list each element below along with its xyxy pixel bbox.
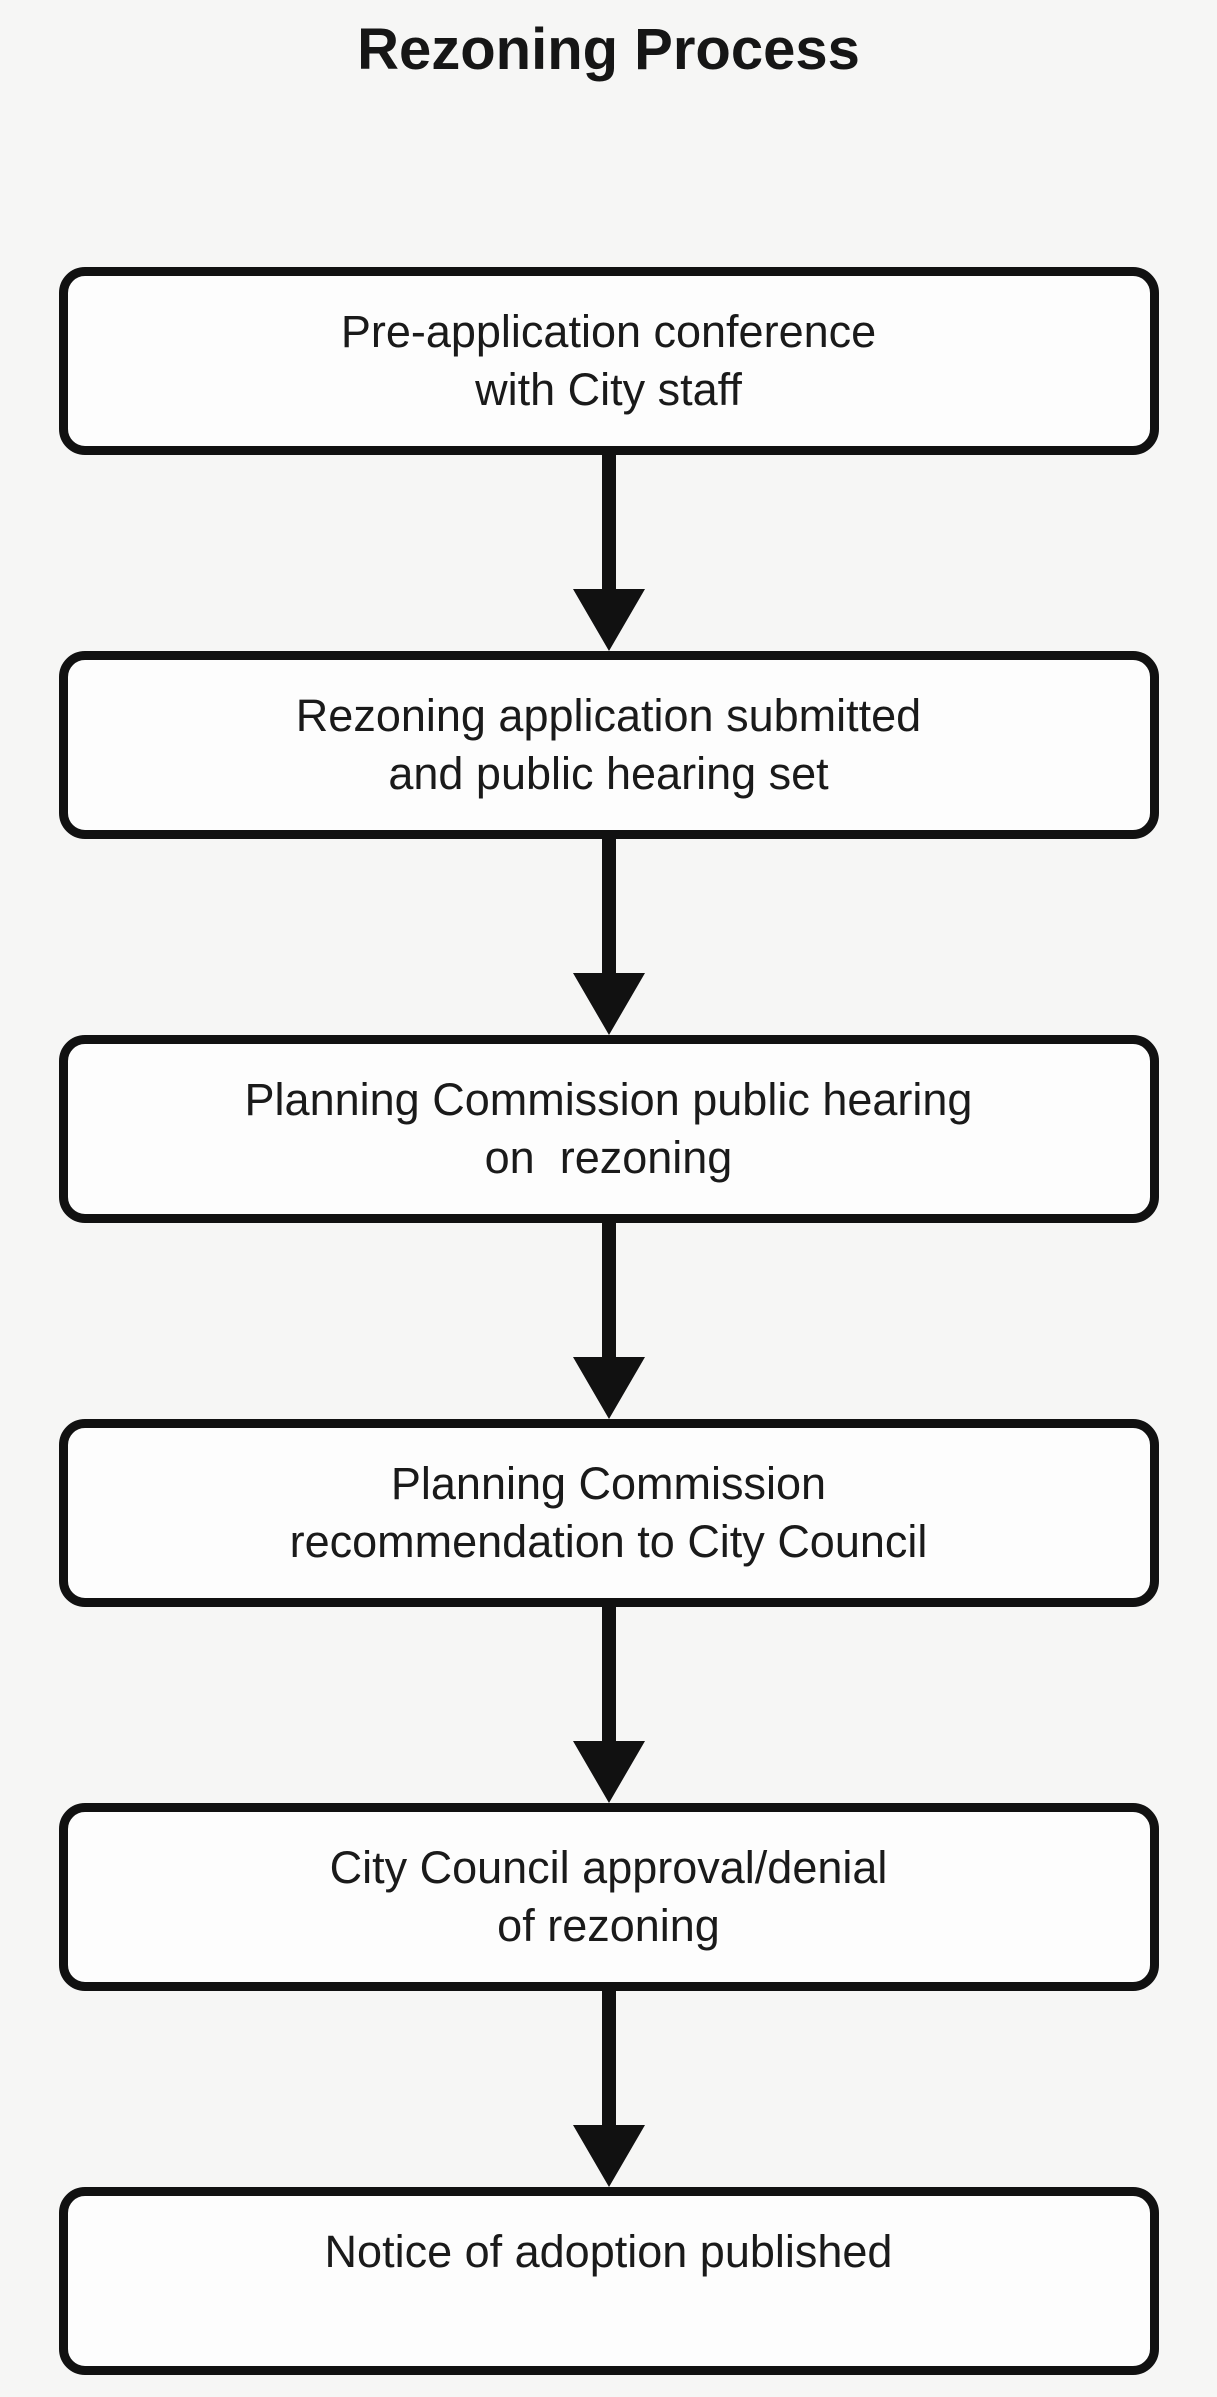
arrow-line	[601, 1991, 616, 2125]
arrow-line	[601, 839, 616, 973]
arrow-down-icon	[572, 589, 645, 651]
step-label-line: recommendation to City Council	[289, 1516, 928, 1567]
arrow-down-icon	[572, 2125, 645, 2187]
step-box-pre-application: Pre-application conference with City sta…	[58, 267, 1159, 455]
down-arrow-connector	[572, 1223, 645, 1419]
step-label-line: on rezoning	[484, 1132, 733, 1183]
down-arrow-connector	[572, 1607, 645, 1803]
step-label-line: of rezoning	[497, 1900, 720, 1951]
step-label-line: with City staff	[475, 364, 742, 415]
arrow-down-icon	[572, 1741, 645, 1803]
step-box-notice-published: Notice of adoption published	[58, 2187, 1159, 2375]
step-box-application-submitted: Rezoning application submitted and publi…	[58, 651, 1159, 839]
step-box-commission-recommendation: Planning Commission recommendation to Ci…	[58, 1419, 1159, 1607]
arrow-down-icon	[572, 973, 645, 1035]
flow-column: Pre-application conference with City sta…	[0, 267, 1217, 2375]
arrow-down-icon	[572, 1357, 645, 1419]
step-label-line: Rezoning application submitted	[295, 690, 922, 741]
step-label-line: City Council approval/denial	[329, 1842, 888, 1893]
step-box-commission-public-hearing: Planning Commission public hearing on re…	[58, 1035, 1159, 1223]
diagram-title: Rezoning Process	[357, 17, 860, 82]
arrow-line	[601, 1607, 616, 1741]
step-label-line: Pre-application conference	[340, 306, 877, 357]
step-box-council-approval-denial: City Council approval/denial of rezoning	[58, 1803, 1159, 1991]
step-label-line: Planning Commission	[390, 1458, 827, 1509]
down-arrow-connector	[572, 839, 645, 1035]
down-arrow-connector	[572, 455, 645, 651]
down-arrow-connector	[572, 1991, 645, 2187]
step-label-line: and public hearing set	[388, 748, 829, 799]
arrow-line	[601, 1223, 616, 1357]
arrow-line	[601, 455, 616, 589]
step-label-line: Notice of adoption published	[324, 2226, 893, 2277]
step-label-line: Planning Commission public hearing	[244, 1074, 973, 1125]
